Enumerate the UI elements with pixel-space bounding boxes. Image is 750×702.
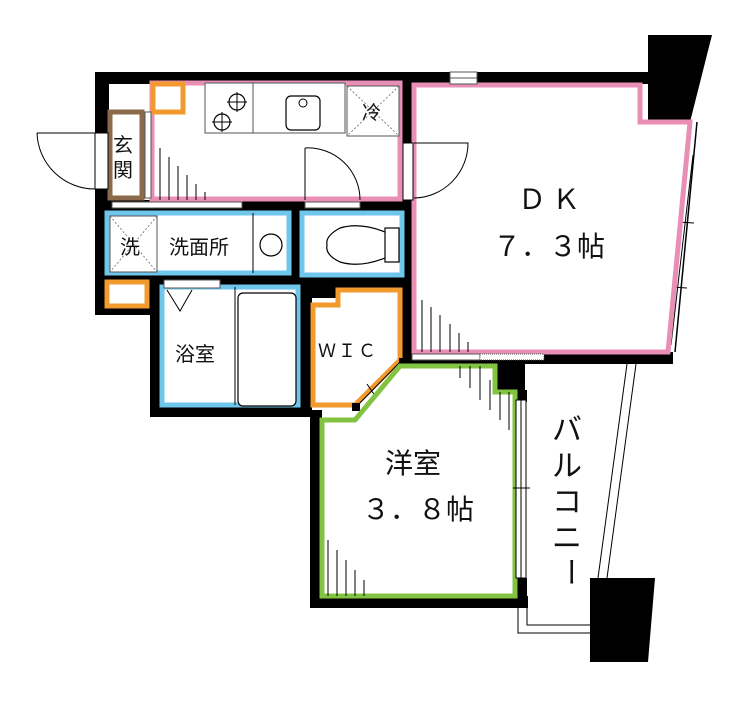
washbasin-icon	[259, 233, 283, 257]
balcony-char: コ	[552, 485, 582, 520]
genkan	[107, 109, 152, 201]
toilet-room	[299, 210, 405, 278]
balcony-char: ニ	[552, 521, 582, 556]
youshitsu-room	[319, 363, 530, 599]
entrance-door[interactable]	[36, 132, 109, 190]
genkan-label-2: 関	[113, 158, 133, 182]
fridge-label: 冷	[362, 102, 382, 124]
dk-area-label: ７．３帖	[493, 230, 606, 263]
wic	[310, 287, 408, 419]
bath-label: 浴室	[175, 342, 215, 366]
wic-label: ＷＩＣ	[318, 341, 378, 362]
stove-icon	[212, 92, 247, 132]
kitchen-door[interactable]	[304, 147, 361, 201]
youshitsu-area-label: ３．８帖	[362, 493, 475, 526]
dk-name-label: ＤＫ	[518, 183, 587, 216]
fridge-space	[346, 85, 400, 137]
washroom	[104, 210, 292, 276]
balcony-char: バ	[552, 413, 582, 448]
storage-bottom	[104, 279, 150, 309]
genkan-label-1: 玄	[113, 133, 133, 157]
toilet-icon	[326, 225, 400, 265]
balcony-char: ル	[552, 449, 582, 484]
balcony-label: バ ル コ ニ ー	[550, 413, 586, 587]
kitchen	[111, 80, 403, 209]
balcony-char: ー	[551, 557, 586, 587]
youshitsu-name-label: 洋室	[385, 447, 442, 480]
washer-label: 洗	[120, 235, 140, 259]
balcony	[517, 363, 637, 634]
washroom-label: 洗面所	[169, 235, 229, 259]
dk-room	[402, 71, 693, 361]
bathtub-icon	[237, 292, 297, 407]
bath	[159, 279, 301, 408]
sink-icon	[285, 95, 321, 131]
storage-top	[150, 81, 186, 115]
